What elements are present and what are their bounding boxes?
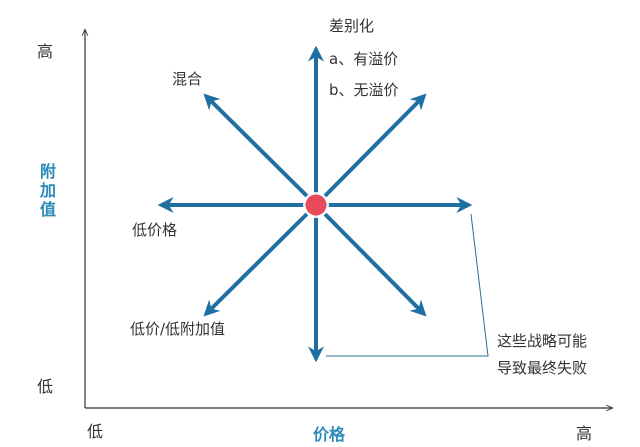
failure-note-line1: 这些战略可能 — [497, 332, 588, 350]
low-price-low-value-label: 低价/低附加值 — [130, 320, 226, 338]
x-axis-high-label: 高 — [576, 424, 593, 443]
y-axis-high-label: 高 — [37, 42, 54, 61]
x-axis-title: 价格 — [313, 425, 346, 444]
hybrid-label: 混合 — [172, 70, 203, 88]
x-axis-low-label: 低 — [87, 422, 104, 441]
arrow-up-right — [314, 93, 427, 207]
arrow-down-left — [203, 203, 318, 317]
differentiation-title: 差别化 — [329, 17, 375, 35]
strategy-arrows — [157, 45, 473, 363]
y-axis-title: 附加值 — [39, 162, 56, 219]
differentiation-option-b: b、无溢价 — [329, 81, 399, 99]
failure-note-line2: 导致最终失败 — [497, 359, 588, 377]
axes — [85, 30, 612, 408]
arrow-up-left — [203, 93, 318, 207]
center-dot-fill — [305, 194, 327, 216]
y-axis-low-label: 低 — [37, 377, 54, 396]
failure-bracket — [326, 213, 489, 357]
differentiation-option-a: a、有溢价 — [329, 50, 399, 68]
low-price-label: 低价格 — [132, 221, 178, 239]
arrow-down-right — [314, 203, 427, 317]
